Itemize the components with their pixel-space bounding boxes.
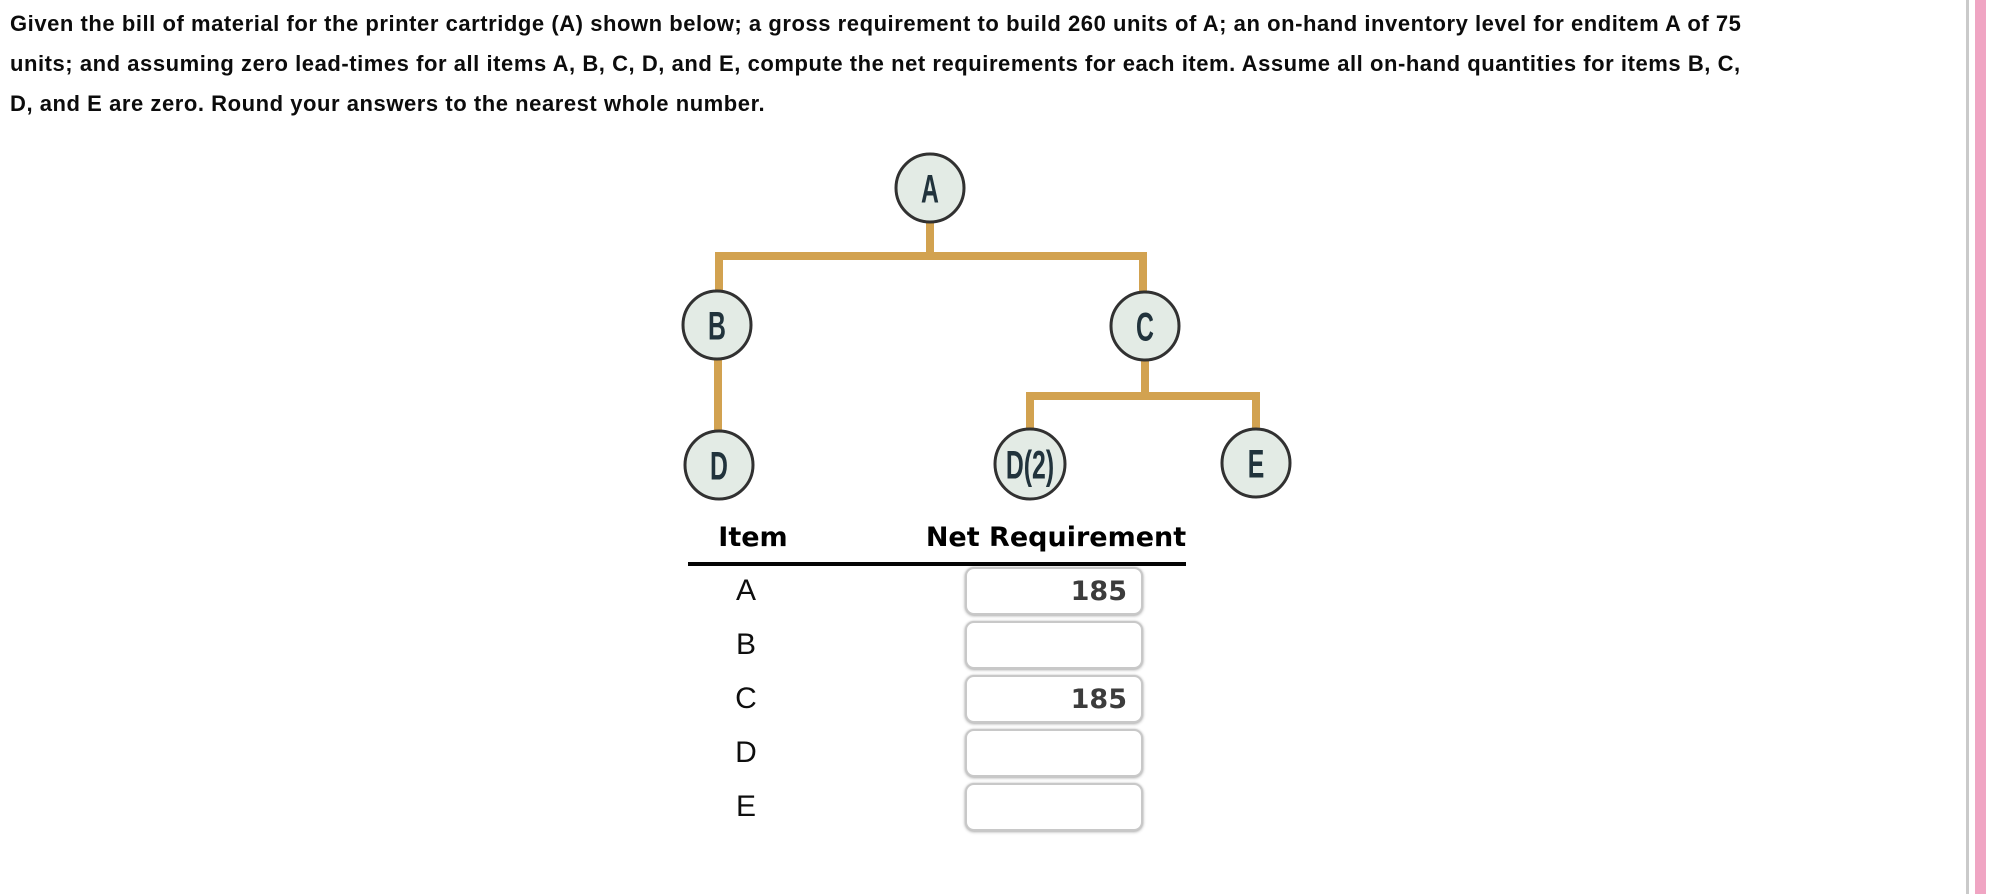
table-header-rule <box>688 562 1186 566</box>
column-header-item: Item <box>718 522 788 553</box>
row-label-a: A <box>735 574 756 607</box>
bom-tree-diagram: A B C D D(2) E <box>681 152 1292 501</box>
question-line-3: D, and E are zero. Round your answers to… <box>10 91 766 116</box>
node-d2-label: D(2) <box>1006 444 1054 488</box>
node-a-label: A <box>921 168 939 212</box>
bom-node-C: C <box>1109 290 1181 362</box>
connector-c-to-d2e <box>1026 392 1260 431</box>
row-label-e: E <box>735 790 756 823</box>
bom-node-A: A <box>894 152 966 224</box>
net-requirement-input-b[interactable] <box>965 621 1143 669</box>
node-d-label: D <box>710 445 728 489</box>
column-header-net-requirement: Net Requirement <box>925 522 1187 553</box>
connector-a-to-bc <box>715 252 1147 294</box>
net-requirement-input-d[interactable] <box>965 729 1143 777</box>
node-b-label: B <box>708 305 726 349</box>
net-requirement-input-a[interactable] <box>965 567 1143 615</box>
node-c-label: C <box>1136 306 1154 350</box>
row-label-d: D <box>735 736 757 769</box>
bom-node-D: D <box>683 429 755 501</box>
bom-node-B: B <box>681 289 753 361</box>
question-line-2: units; and assuming zero lead-times for … <box>10 51 1741 76</box>
node-b-circle <box>681 289 753 361</box>
node-e-label: E <box>1248 443 1265 487</box>
node-d-circle <box>683 429 755 501</box>
node-c-circle <box>1109 290 1181 362</box>
net-requirement-input-e[interactable] <box>965 783 1143 831</box>
bom-node-E: E <box>1220 427 1292 499</box>
bom-node-D2: D(2) <box>993 427 1067 501</box>
question-text: Given the bill of material for the print… <box>10 4 1960 124</box>
scrollbar-accent-band[interactable] <box>1975 0 1986 894</box>
row-label-c: C <box>735 682 757 715</box>
question-line-1: Given the bill of material for the print… <box>10 11 1742 36</box>
right-edge-divider <box>1966 0 1969 894</box>
node-e-circle <box>1220 427 1292 499</box>
node-a-circle <box>894 152 966 224</box>
row-label-b: B <box>735 628 756 661</box>
net-requirement-input-c[interactable] <box>965 675 1143 723</box>
node-d2-circle <box>993 427 1067 501</box>
